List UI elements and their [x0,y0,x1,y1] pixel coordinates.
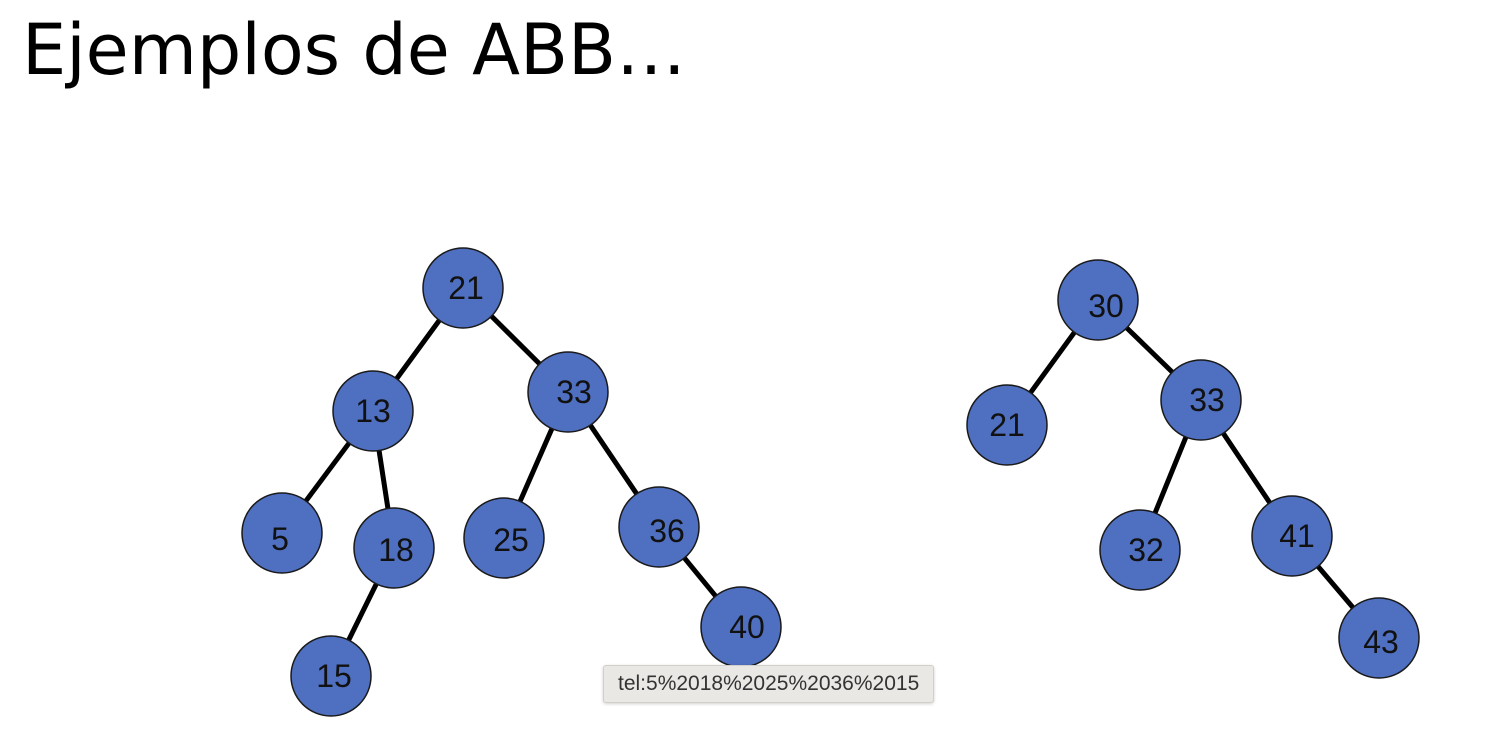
tree-right-edge-m30-m33 [1124,326,1175,374]
node-label: 33 [556,374,592,410]
tree-left-edge-n13-n5 [303,441,352,503]
node-label: 36 [649,513,685,549]
node-label: 41 [1279,518,1315,554]
node-circle [966,384,1048,466]
tree-right-node-21: 21 [966,384,1048,466]
tree-right-edge-m30-m21 [1028,330,1077,395]
node-circle [353,507,435,589]
node-label: 43 [1363,624,1399,660]
node-circle [422,247,504,329]
tree-right-node-32: 32 [1099,509,1181,591]
node-label: 5 [271,521,289,557]
node-circle [527,351,609,433]
node-label: 40 [729,609,765,645]
tree-left-node-40: 40 [700,586,782,668]
node-label: 33 [1189,382,1225,418]
node-circle [332,370,414,452]
node-circle [1099,509,1181,591]
tree-left-node-18: 18 [353,507,435,589]
tree-right-edge-m41-m43 [1316,564,1355,610]
tree-left-edge-n18-n15 [346,582,379,642]
node-label: 32 [1128,532,1164,568]
node-label: 25 [493,522,529,558]
node-circle [463,497,545,579]
link-tooltip: tel:5%2018%2025%2036%2015 [603,665,935,703]
tree-left-edge-n21-n13 [394,318,442,381]
tree-left-edge-n33-n25 [517,427,555,503]
node-circle [1251,495,1333,577]
slide-title: Ejemplos de ABB… [22,9,687,91]
node-circle [290,635,372,717]
tree-left-edge-n21-n33 [489,314,542,366]
node-label: 13 [355,393,391,429]
node-circle [1057,259,1139,341]
tree-left-node-21: 21 [422,247,504,329]
tree-left-node-36: 36 [618,486,700,568]
node-label: 30 [1088,288,1124,324]
nodes-layer: 21 13 33 5 18 25 36 15 40 30 21 33 32 41 43 [241,247,1420,717]
tree-left-node-5: 5 [241,492,323,574]
tree-left-node-13: 13 [332,370,414,452]
tree-right-edge-m33-m41 [1221,431,1272,505]
tree-left-edge-n13-n18 [376,450,391,509]
node-label: 21 [448,270,484,306]
tree-right-node-43: 43 [1338,597,1420,679]
node-label: 21 [989,407,1025,443]
tree-left-node-25: 25 [463,497,545,579]
node-label: 15 [316,658,352,694]
tree-left-edge-n33-n36 [588,423,639,496]
tree-left-edge-n36-n40 [682,556,718,598]
node-circle [618,486,700,568]
node-label: 18 [378,532,414,568]
tree-right-node-33: 33 [1160,359,1242,441]
node-circle [1160,359,1242,441]
tree-right-node-41: 41 [1251,495,1333,577]
tree-right-edge-m33-m32 [1152,436,1189,514]
tree-left-node-33: 33 [527,351,609,433]
node-circle [1338,597,1420,679]
node-circle [241,492,323,574]
edges-layer [303,314,1355,642]
tree-left-node-15: 15 [290,635,372,717]
tree-right-node-30: 30 [1057,259,1139,341]
